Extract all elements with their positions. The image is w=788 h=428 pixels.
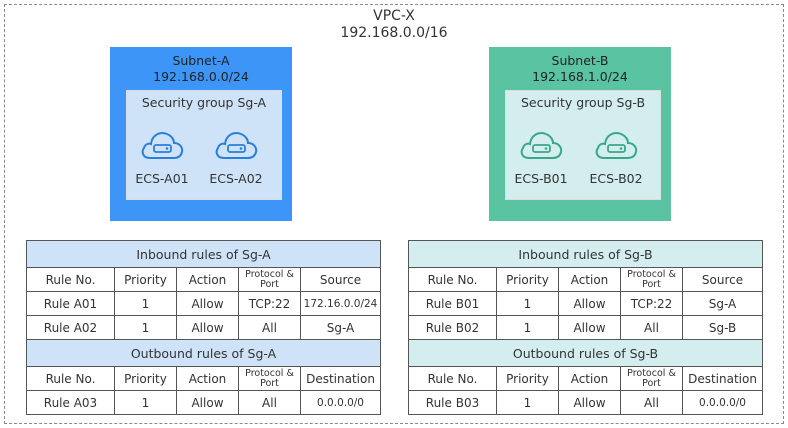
cell-protocol-port: All bbox=[620, 390, 683, 415]
cell-rule-no: Rule B01 bbox=[408, 291, 497, 316]
subnet-b-cidr: 192.168.1.0/24 bbox=[532, 69, 628, 84]
cell-rule-no: Rule B02 bbox=[408, 315, 497, 340]
security-group-a-label: Security group Sg-A bbox=[141, 95, 267, 110]
header-source: Source bbox=[681, 267, 764, 292]
cell-source: 172.16.0.0/24 bbox=[299, 291, 382, 316]
cell-action: Allow bbox=[558, 390, 621, 415]
cell-protocol-port: All bbox=[238, 390, 301, 415]
header-protocol-port: Protocol & Port bbox=[620, 267, 683, 292]
header-rule-no: Rule No. bbox=[408, 366, 497, 391]
subnet-b-name: Subnet-B bbox=[551, 53, 609, 68]
rules-table-sg-a: Inbound rules of Sg-A Rule No. Priority … bbox=[25, 240, 382, 415]
header-protocol-port: Protocol & Port bbox=[238, 267, 301, 292]
ecs-b01-label: ECS-B01 bbox=[514, 171, 568, 186]
cell-priority: 1 bbox=[496, 291, 559, 316]
header-protocol-port: Protocol & Port bbox=[620, 366, 683, 391]
ecs-b02-label: ECS-B02 bbox=[589, 171, 643, 186]
vpc-cidr: 192.168.0.0/16 bbox=[340, 25, 448, 41]
cloud-server-icon bbox=[141, 132, 184, 159]
subnet-a-cidr: 192.168.0.0/24 bbox=[153, 69, 249, 84]
ecs-a01-label: ECS-A01 bbox=[135, 171, 189, 186]
header-action: Action bbox=[176, 267, 239, 292]
table-row: Rule A03 1 Allow All 0.0.0.0/0 bbox=[26, 390, 382, 415]
table-row: Rule B01 1 Allow TCP:22 Sg-A bbox=[408, 291, 764, 316]
cell-source: Sg-A bbox=[681, 291, 764, 316]
header-action: Action bbox=[558, 366, 621, 391]
cell-source: Sg-A bbox=[299, 315, 382, 340]
outbound-title-b: Outbound rules of Sg-B bbox=[407, 339, 764, 367]
vpc-boundary bbox=[4, 4, 784, 424]
rules-table-sg-b: Inbound rules of Sg-B Rule No. Priority … bbox=[407, 240, 764, 415]
subnet-a-name: Subnet-A bbox=[172, 53, 230, 68]
inbound-title-a: Inbound rules of Sg-A bbox=[25, 240, 382, 268]
cell-rule-no: Rule A01 bbox=[26, 291, 115, 316]
cell-action: Allow bbox=[558, 291, 621, 316]
header-action: Action bbox=[176, 366, 239, 391]
cell-priority: 1 bbox=[496, 315, 559, 340]
table-row: Rule A02 1 Allow All Sg-A bbox=[26, 315, 382, 340]
security-group-b-label: Security group Sg-B bbox=[520, 95, 646, 110]
cell-destination: 0.0.0.0/0 bbox=[681, 390, 764, 415]
cell-protocol-port: All bbox=[238, 315, 301, 340]
security-group-a bbox=[126, 90, 282, 200]
header-action: Action bbox=[558, 267, 621, 292]
cell-action: Allow bbox=[176, 291, 239, 316]
header-priority: Priority bbox=[496, 366, 559, 391]
cell-priority: 1 bbox=[114, 315, 177, 340]
header-destination: Destination bbox=[299, 366, 382, 391]
cell-rule-no: Rule B03 bbox=[408, 390, 497, 415]
table-row: Rule A01 1 Allow TCP:22 172.16.0.0/24 bbox=[26, 291, 382, 316]
inbound-title-b: Inbound rules of Sg-B bbox=[407, 240, 764, 268]
header-destination: Destination bbox=[681, 366, 764, 391]
header-rule-no: Rule No. bbox=[408, 267, 497, 292]
header-protocol-port: Protocol & Port bbox=[238, 366, 301, 391]
cell-source: Sg-B bbox=[681, 315, 764, 340]
cell-protocol-port: All bbox=[620, 315, 683, 340]
cell-rule-no: Rule A03 bbox=[26, 390, 115, 415]
cell-protocol-port: TCP:22 bbox=[238, 291, 301, 316]
header-source: Source bbox=[299, 267, 382, 292]
cell-rule-no: Rule A02 bbox=[26, 315, 115, 340]
cell-priority: 1 bbox=[114, 390, 177, 415]
cell-protocol-port: TCP:22 bbox=[620, 291, 683, 316]
header-priority: Priority bbox=[496, 267, 559, 292]
vpc-name: VPC-X bbox=[373, 8, 415, 24]
table-row: Rule B03 1 Allow All 0.0.0.0/0 bbox=[408, 390, 764, 415]
cell-action: Allow bbox=[176, 390, 239, 415]
cell-action: Allow bbox=[558, 315, 621, 340]
header-rule-no: Rule No. bbox=[26, 267, 115, 292]
table-row: Rule B02 1 Allow All Sg-B bbox=[408, 315, 764, 340]
cell-priority: 1 bbox=[114, 291, 177, 316]
outbound-title-a: Outbound rules of Sg-A bbox=[25, 339, 382, 367]
header-priority: Priority bbox=[114, 267, 177, 292]
cloud-server-icon bbox=[595, 132, 638, 159]
cloud-server-icon bbox=[215, 132, 258, 159]
header-rule-no: Rule No. bbox=[26, 366, 115, 391]
cell-action: Allow bbox=[176, 315, 239, 340]
ecs-a02-label: ECS-A02 bbox=[209, 171, 263, 186]
cloud-server-icon bbox=[520, 132, 563, 159]
header-priority: Priority bbox=[114, 366, 177, 391]
cell-destination: 0.0.0.0/0 bbox=[299, 390, 382, 415]
cell-priority: 1 bbox=[496, 390, 559, 415]
